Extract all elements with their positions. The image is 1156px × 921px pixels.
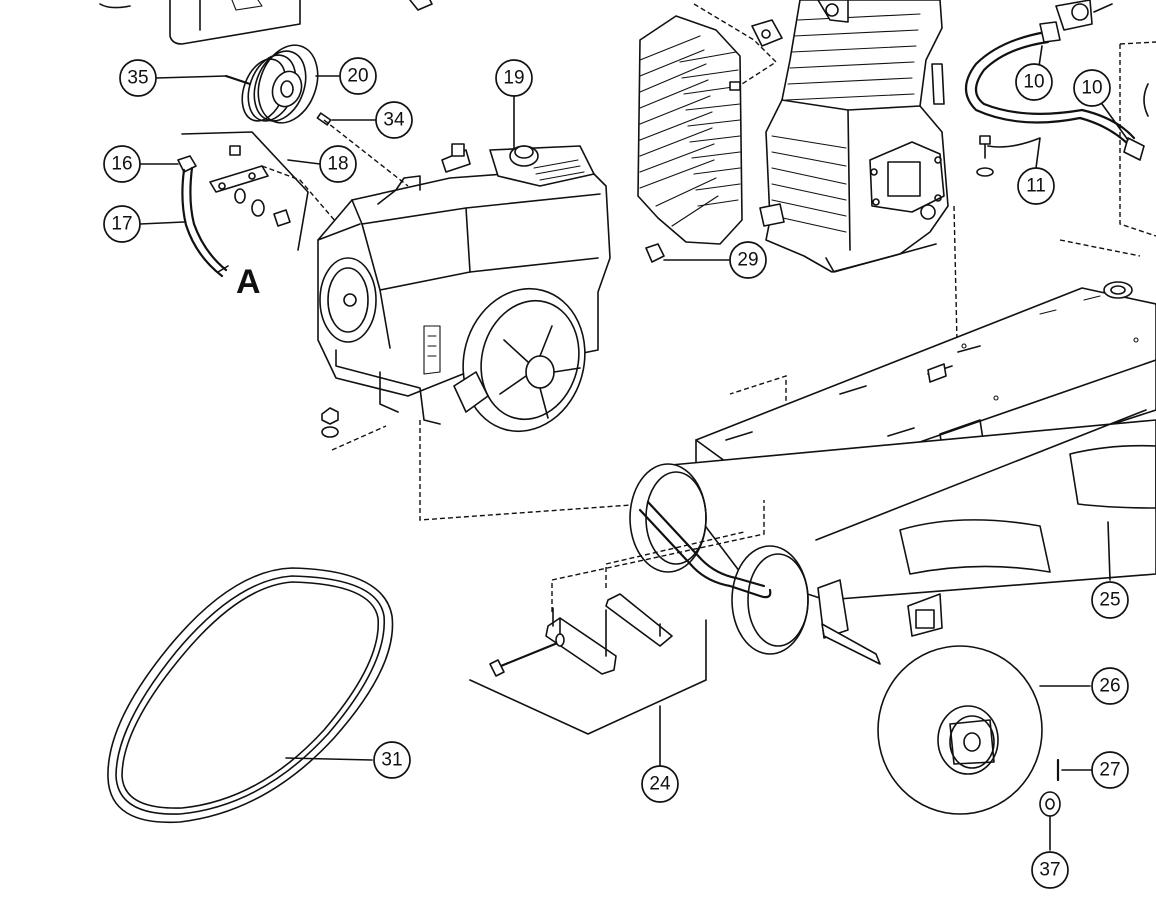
callout-label: 31 [381,750,402,771]
callout-label: 10 [1023,72,1044,93]
foot-bracket-assembly [469,500,765,767]
callout-31: 31 [373,741,411,779]
callout-19: 19 [495,59,533,97]
callout-label: 17 [111,214,132,235]
leader-lines [139,45,1129,851]
callout-label: 20 [347,66,368,87]
compressor-pump [759,0,1151,389]
discharge-hose [964,0,1156,237]
pulley-part [224,44,319,124]
callout-label: 37 [1039,860,1060,881]
tank-frame-assembly [629,281,1156,665]
callout-label: 26 [1099,676,1120,697]
callout-34: 34 [375,101,413,139]
callout-label: 19 [503,68,524,89]
callout-label: 10 [1081,78,1102,99]
callout-label: 24 [649,774,671,795]
engine-assembly [317,143,787,521]
intercooler-part [637,3,783,263]
callout-17: 17 [103,205,141,243]
callout-label: 11 [1026,176,1046,197]
callout-10-left: 10 [1015,63,1053,101]
callout-26: 26 [1091,667,1129,705]
callout-29: 29 [729,241,767,279]
callout-16: 16 [103,145,141,183]
callout-24: 24 [641,765,679,803]
callout-27: 27 [1091,751,1129,789]
callout-37: 37 [1031,851,1069,889]
callout-18: 18 [319,145,357,183]
key-part [316,112,332,126]
callout-label: 34 [383,110,405,131]
callout-11: 11 [1017,167,1055,205]
partial-battery-box [99,0,433,45]
callout-label: 35 [127,68,148,89]
view-label-a: A [236,263,261,301]
callout-label: 18 [327,154,348,175]
callout-35: 35 [119,59,157,97]
wheel-part [877,645,1043,815]
callout-10-right: 10 [1073,69,1111,107]
fuel-hose-assembly [177,119,409,278]
callout-20: 20 [339,57,377,95]
callout-label: 25 [1099,590,1120,611]
callout-label: 16 [111,154,132,175]
callout-label: 29 [737,250,758,271]
callout-label: 27 [1099,760,1120,781]
drive-belt [107,567,394,824]
pin-and-washer [1039,758,1061,817]
callout-25: 25 [1091,581,1129,619]
